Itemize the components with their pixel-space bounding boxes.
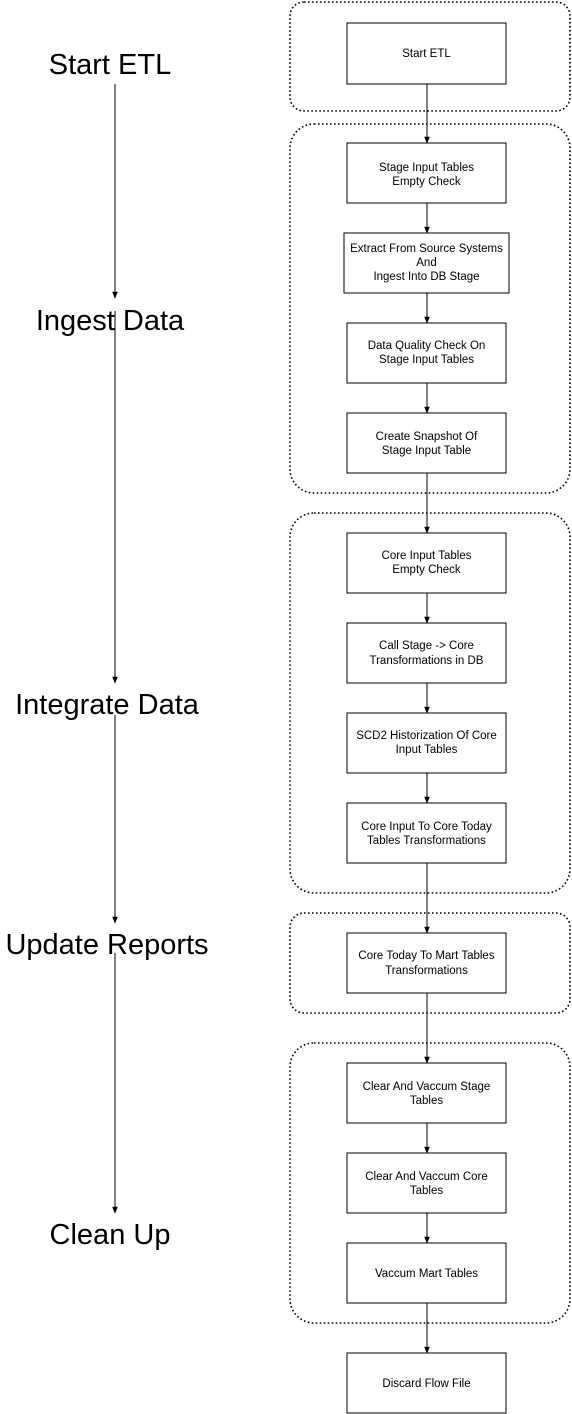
phase-label-start-etl: Start ETL bbox=[49, 49, 172, 81]
step-start-etl: Start ETL bbox=[346, 22, 507, 85]
step-discard-flow-file: Discard Flow File bbox=[346, 1352, 507, 1414]
svg-text:Discard Flow File: Discard Flow File bbox=[382, 1378, 470, 1390]
svg-text:Start ETL: Start ETL bbox=[402, 48, 451, 60]
group-clean-up bbox=[289, 1042, 571, 1324]
phase-label-update-reports: Update Reports bbox=[5, 929, 208, 961]
step-vaccum-mart: Vaccum Mart Tables bbox=[346, 1242, 507, 1304]
group-update-reports bbox=[289, 912, 571, 1014]
phase-label-integrate-data: Integrate Data bbox=[15, 689, 200, 721]
phase-label-clean-up: Clean Up bbox=[50, 1219, 171, 1251]
svg-text:Vaccum Mart Tables: Vaccum Mart Tables bbox=[375, 1268, 478, 1280]
group-integrate-data bbox=[289, 512, 571, 894]
phase-label-ingest-data: Ingest Data bbox=[36, 305, 185, 337]
group-ingest-data bbox=[289, 123, 571, 494]
